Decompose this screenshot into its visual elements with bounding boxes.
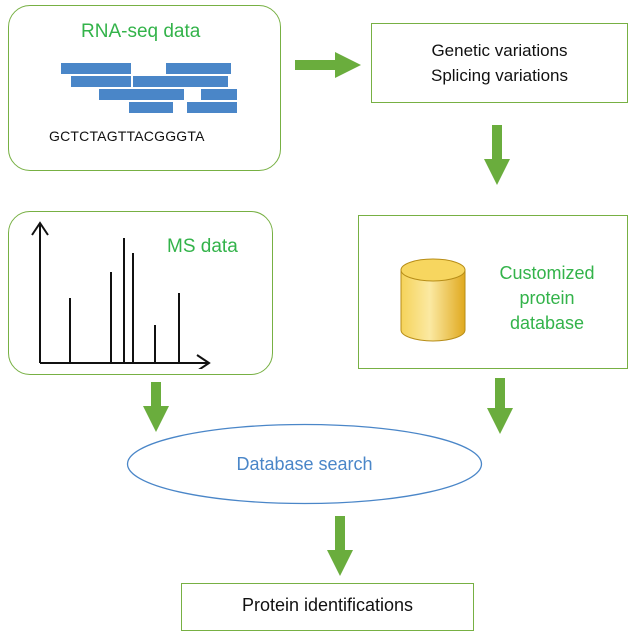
read-bar (71, 76, 131, 87)
nucleotide-sequence: GCTCTAGTTACGGGTA (49, 128, 205, 144)
protein-identifications-box: Protein identifications (181, 583, 474, 631)
arrow-down-icon (143, 382, 169, 432)
arrow-right-icon (295, 52, 361, 78)
arrow-down-icon (487, 378, 513, 434)
rna-seq-title: RNA-seq data (81, 21, 201, 42)
variations-text: Genetic variations Splicing variations (372, 38, 627, 88)
arrow-down-icon (484, 125, 510, 185)
read-bar (61, 63, 131, 74)
read-bar (129, 102, 173, 113)
database-label-line: Customized (499, 263, 595, 283)
database-search-ellipse (126, 423, 483, 505)
protein-identifications-label: Protein identifications (241, 595, 414, 615)
database-label-line: protein (519, 288, 575, 308)
database-label: Customized protein database (483, 261, 611, 336)
splicing-variations-label: Splicing variations (430, 66, 568, 85)
read-bar (166, 63, 231, 74)
sequencing-reads-graphic (61, 63, 237, 113)
genetic-variations-label: Genetic variations (431, 41, 568, 60)
read-bar (99, 89, 184, 100)
database-search-label: Database search (236, 454, 373, 474)
ms-data-panel: MS data (8, 211, 273, 375)
variations-box: Genetic variations Splicing variations (371, 23, 628, 103)
read-bar (187, 102, 237, 113)
database-cylinder-icon (400, 258, 466, 342)
ms-data-title: MS data (167, 236, 238, 257)
read-bar (133, 76, 228, 87)
arrow-down-icon (327, 516, 353, 576)
rna-seq-panel: RNA-seq data GCTCTAGTTACGGGTA (8, 5, 281, 171)
mass-spectrum-graphic (31, 221, 211, 369)
database-box: Customized protein database (358, 215, 628, 369)
read-bar (201, 89, 237, 100)
database-label-line: database (509, 313, 585, 333)
